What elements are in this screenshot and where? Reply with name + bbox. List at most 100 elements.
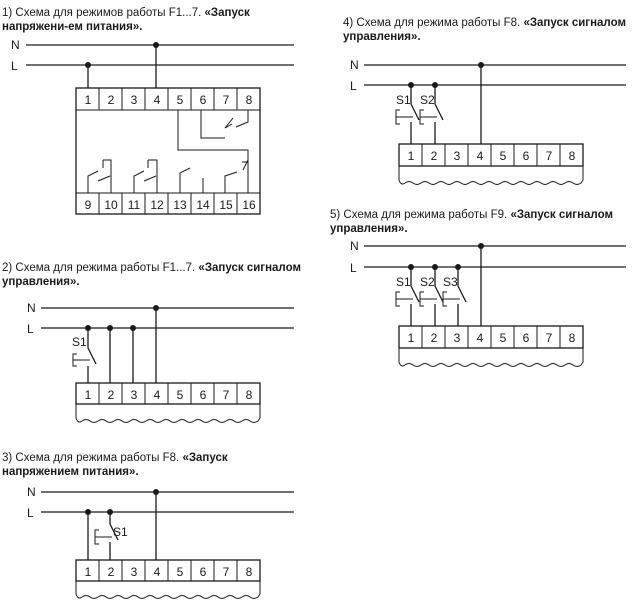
terminal-numbers-bottom: 9 10 11 12 13 14 15 16 (85, 198, 256, 212)
caption-5-prefix: 5) Схема для режима работы F9. (330, 209, 508, 221)
wire-l-label: L (350, 79, 357, 93)
caption-5-bold: «Запуск сигналом управления». (330, 209, 613, 235)
switch-s3-actuator (442, 291, 460, 307)
wire-n-label: N (350, 58, 359, 72)
terminal-numbers: 1 2 3 4 5 6 7 8 (85, 388, 253, 402)
terminal-14: 14 (196, 198, 210, 212)
terminal-7: 7 (223, 565, 230, 579)
caption-3: 3) Схема для режима работы F8. «Запуск н… (2, 451, 307, 479)
caption-1-bold: «Запуск напряжени-ем питания». (2, 7, 250, 33)
switch-s1-actuator (395, 291, 413, 307)
terminal-8: 8 (246, 388, 253, 402)
terminal-1: 1 (85, 388, 92, 402)
terminal-8: 8 (569, 331, 576, 345)
switch-s3 (457, 267, 467, 326)
terminal-numbers: 1 2 3 4 5 6 7 8 (408, 149, 576, 163)
terminal-8: 8 (246, 93, 253, 107)
caption-3-prefix: 3) Схема для режима работы F8. (2, 452, 180, 464)
terminal-8: 8 (246, 565, 253, 579)
terminal-2: 2 (431, 149, 438, 163)
terminal-4: 4 (477, 331, 484, 345)
relay-body-cut (75, 404, 261, 423)
terminal-5: 5 (177, 388, 184, 402)
caption-5: 5) Схема для режима работы F9. «Запуск с… (330, 208, 638, 236)
relay-body-cut (398, 166, 584, 185)
terminal-16: 16 (242, 198, 256, 212)
terminal-4: 4 (477, 149, 484, 163)
terminal-5: 5 (500, 149, 507, 163)
caption-4: 4) Схема для режима работы F8. «Запуск с… (343, 16, 638, 44)
wire-n-label: N (11, 38, 20, 52)
switch-s1-actuator (72, 353, 90, 367)
caption-2-bold: «Запуск сигналом управления». (2, 262, 301, 288)
switch-s1 (410, 85, 420, 144)
terminal-3: 3 (454, 331, 461, 345)
terminal-9: 9 (85, 198, 92, 212)
diagram-3: N L S1 1 2 3 4 5 6 7 8 (27, 485, 294, 599)
terminal-6: 6 (200, 565, 207, 579)
terminal-2: 2 (431, 331, 438, 345)
terminal-6: 6 (200, 93, 207, 107)
terminal-numbers: 1 2 3 4 5 6 7 8 (85, 565, 253, 579)
switch-s1-label: S1 (113, 525, 128, 539)
switch-s1-label: S1 (72, 335, 87, 349)
terminal-13: 13 (173, 198, 187, 212)
terminal-5: 5 (500, 331, 507, 345)
terminal-2: 2 (108, 93, 115, 107)
terminal-7: 7 (223, 388, 230, 402)
terminal-1: 1 (408, 149, 415, 163)
wire-n-label: N (27, 485, 36, 499)
relay-body-cut (75, 581, 261, 599)
wire-l-label: L (350, 261, 357, 275)
terminal-3: 3 (131, 93, 138, 107)
terminal-4: 4 (154, 93, 161, 107)
caption-2: 2) Схема для режима работы F1...7. «Запу… (2, 261, 307, 289)
switch-s1-actuator (395, 109, 413, 125)
switch-s2-label: S2 (420, 93, 435, 107)
terminal-dividers (98, 383, 238, 404)
switch-s2-actuator (419, 291, 437, 307)
switch-s1-label: S1 (396, 275, 411, 289)
caption-4-prefix: 4) Схема для режима работы F8. (343, 17, 521, 29)
switch-s2 (434, 267, 444, 326)
terminal-7: 7 (546, 149, 553, 163)
terminal-12: 12 (150, 198, 164, 212)
caption-1: 1) Схема для режимов работы F1...7. «Зап… (2, 6, 307, 34)
terminal-4: 4 (154, 388, 161, 402)
terminal-1: 1 (85, 93, 92, 107)
terminal-dividers (98, 88, 238, 214)
diagram-4: N L S1 S2 1 2 3 4 5 6 7 8 (350, 58, 626, 185)
terminal-3: 3 (131, 388, 138, 402)
diagram-2: N L S1 1 2 3 4 5 6 7 8 (27, 301, 294, 423)
caption-2-prefix: 2) Схема для режима работы F1...7. (2, 262, 196, 274)
terminal-6: 6 (523, 331, 530, 345)
relay-body-cut (398, 348, 584, 367)
terminal-dividers (421, 144, 561, 166)
terminal-3: 3 (131, 565, 138, 579)
diagram-1: N L 1 2 3 4 5 6 7 8 (11, 38, 294, 215)
terminal-dividers (98, 560, 238, 581)
terminal-2: 2 (108, 565, 115, 579)
switch-s1 (410, 267, 420, 326)
terminal-10: 10 (104, 198, 118, 212)
internal-contacts (87, 110, 249, 193)
terminal-2: 2 (108, 388, 115, 402)
switch-s1-label: S1 (396, 93, 411, 107)
diagram-5: N L S1 S2 S3 1 2 3 4 5 6 (350, 239, 626, 367)
terminal-dividers (421, 326, 561, 348)
terminal-3: 3 (454, 149, 461, 163)
terminal-numbers: 1 2 3 4 5 6 7 8 (408, 331, 576, 345)
switch-s3-label: S3 (443, 275, 458, 289)
terminal-5: 5 (177, 565, 184, 579)
caption-3-bold: «Запуск напряжением питания». (2, 452, 228, 478)
terminal-15: 15 (219, 198, 233, 212)
switch-s2 (434, 85, 444, 144)
wire-l-label: L (27, 506, 34, 520)
switch-s2-label: S2 (420, 275, 435, 289)
terminal-7: 7 (223, 93, 230, 107)
terminal-8: 8 (569, 149, 576, 163)
wire-n-label: N (27, 301, 36, 315)
terminal-numbers-top: 1 2 3 4 5 6 7 8 (85, 93, 253, 107)
terminal-5: 5 (177, 93, 184, 107)
